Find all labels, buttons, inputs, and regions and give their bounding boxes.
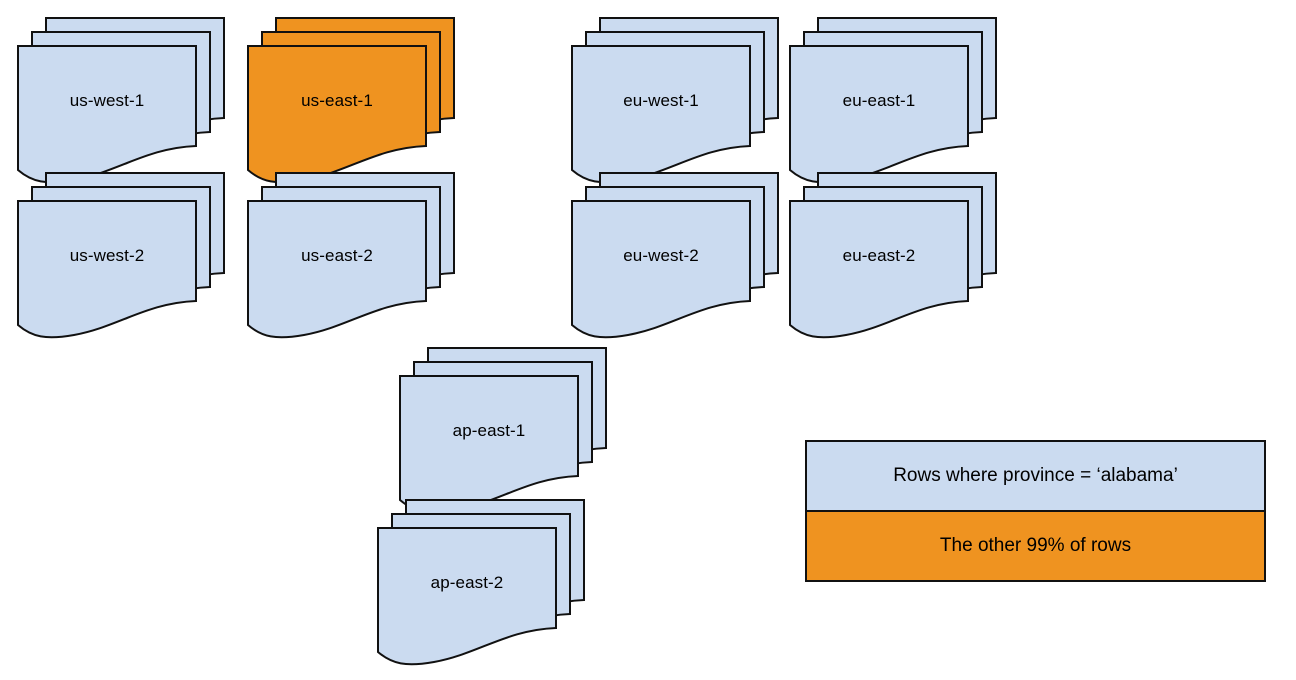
- legend-label-blue: Rows where province = ‘alabama’: [893, 465, 1178, 486]
- document-stack-us-west-2[interactable]: us-west-2: [17, 172, 225, 339]
- document-stack-us-east-2[interactable]: us-east-2: [247, 172, 455, 339]
- document-stack-shape: [247, 17, 455, 184]
- document-stack-shape: [17, 17, 225, 184]
- document-stack-ap-east-2[interactable]: ap-east-2: [377, 499, 585, 666]
- document-stack-shape: [247, 172, 455, 339]
- document-stack-eu-west-2[interactable]: eu-west-2: [571, 172, 779, 339]
- legend-label-orange: The other 99% of rows: [939, 535, 1132, 556]
- document-sheet-front: [789, 45, 969, 184]
- document-stack-eu-east-1[interactable]: eu-east-1: [789, 17, 997, 184]
- document-sheet-front: [17, 45, 197, 184]
- legend-row-orange: The other 99% of rows: [807, 512, 1264, 580]
- document-stack-shape: [789, 17, 997, 184]
- document-sheet-front: [789, 200, 969, 339]
- document-stack-shape: [571, 17, 779, 184]
- legend: Rows where province = ‘alabama’ The othe…: [805, 440, 1266, 582]
- document-stack-us-west-1[interactable]: us-west-1: [17, 17, 225, 184]
- document-stack-shape: [571, 172, 779, 339]
- document-stack-shape: [17, 172, 225, 339]
- document-sheet-front: [571, 45, 751, 184]
- document-sheet-front: [377, 527, 557, 666]
- document-stack-ap-east-1[interactable]: ap-east-1: [399, 347, 607, 514]
- legend-row-blue: Rows where province = ‘alabama’: [807, 442, 1264, 512]
- document-stack-eu-east-2[interactable]: eu-east-2: [789, 172, 997, 339]
- document-sheet-front: [571, 200, 751, 339]
- document-sheet-front: [247, 45, 427, 184]
- document-sheet-front: [17, 200, 197, 339]
- document-stack-shape: [377, 499, 585, 666]
- document-stack-shape: [789, 172, 997, 339]
- document-sheet-front: [247, 200, 427, 339]
- document-stack-us-east-1[interactable]: us-east-1: [247, 17, 455, 184]
- document-stack-eu-west-1[interactable]: eu-west-1: [571, 17, 779, 184]
- document-sheet-front: [399, 375, 579, 514]
- document-stack-shape: [399, 347, 607, 514]
